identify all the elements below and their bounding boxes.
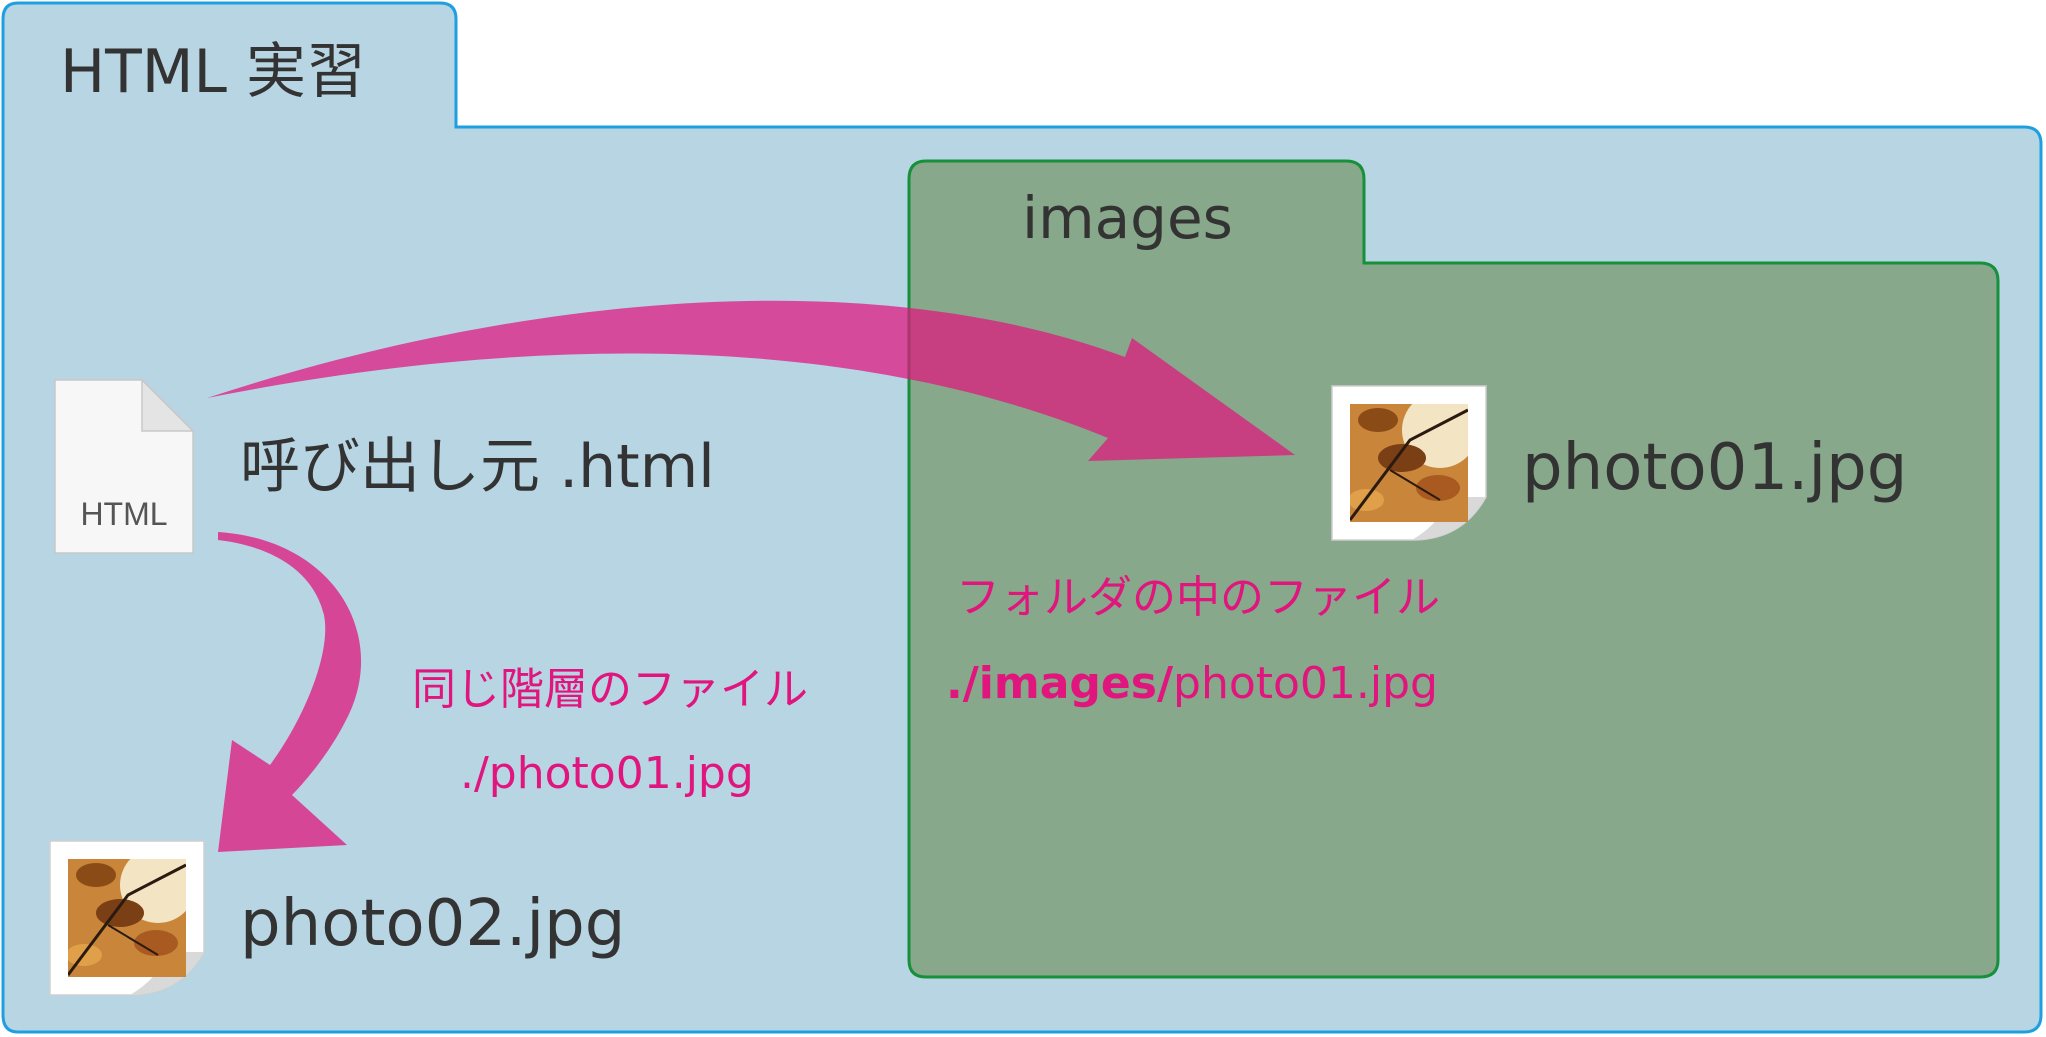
photo02-label: photo02.jpg	[240, 887, 626, 961]
html-icon-text: HTML	[80, 496, 168, 532]
same-level-caption: 同じ階層のファイル	[412, 664, 808, 715]
same-level-path: ./photo01.jpg	[460, 748, 754, 799]
arrow-to-images-photo01	[207, 300, 1295, 461]
in-folder-caption: フォルダの中のファイル	[956, 572, 1440, 623]
in-folder-path: ./images/photo01.jpg	[946, 658, 1438, 710]
in-folder-path-folder: images/	[978, 658, 1174, 709]
outer-folder-label: HTML 実習	[60, 37, 367, 107]
photo02-icon	[49, 840, 205, 996]
in-folder-path-prefix: ./	[946, 658, 979, 709]
photo01-label: photo01.jpg	[1522, 431, 1908, 505]
in-folder-path-file: photo01.jpg	[1173, 658, 1438, 709]
photo01-icon	[1331, 385, 1487, 541]
images-folder-label: images	[1022, 184, 1233, 252]
source-file-label: 呼び出し元 .html	[240, 432, 715, 502]
images-folder-shape	[907, 159, 2000, 979]
html-file-icon	[54, 378, 195, 554]
arrow-to-photo02	[218, 532, 362, 852]
